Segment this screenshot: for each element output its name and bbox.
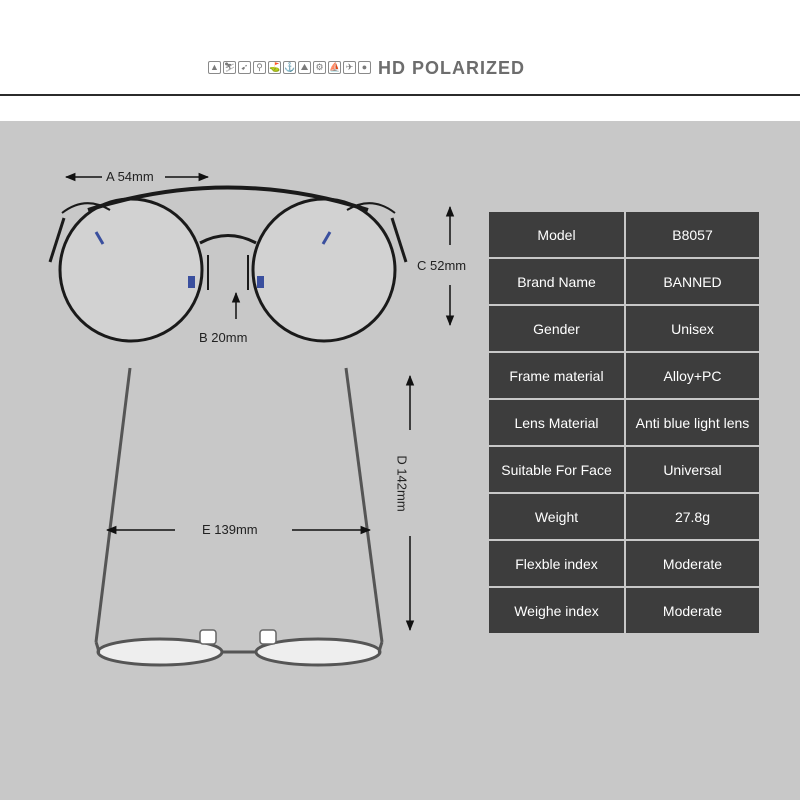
spec-row: Gender Unisex: [487, 304, 761, 353]
glasses-top-view: [94, 367, 384, 667]
spec-value: 27.8g: [624, 492, 761, 541]
skier-icon: ⛷: [223, 61, 236, 74]
spec-label: Brand Name: [487, 257, 626, 306]
spec-row: Lens Material Anti blue light lens: [487, 398, 761, 447]
motorcycle-icon: ⚙: [313, 61, 326, 74]
left-temple-top: [94, 367, 132, 643]
header-title: HD POLARIZED: [378, 58, 525, 78]
mountain-icon: ▲: [208, 61, 221, 74]
golfer-icon: ⛳: [268, 61, 281, 74]
spec-value: Anti blue light lens: [624, 398, 761, 447]
fisher-icon: ⚓: [283, 61, 296, 74]
tennis-icon: ●: [358, 61, 371, 74]
dimension-b-label: B 20mm: [199, 330, 248, 345]
left-nose-pad: [188, 276, 195, 288]
right-nose-pad: [257, 276, 264, 288]
spec-value: Unisex: [624, 304, 761, 353]
spec-label: Gender: [487, 304, 626, 353]
spec-row: Flexble index Moderate: [487, 539, 761, 588]
spec-row: Model B8057: [487, 210, 761, 259]
header-bar: ▲ ⛷ ➹ ⚲ ⛳ ⚓ ⛰ ⚙ ⛵ ✈ ● HD POLARIZED: [0, 0, 800, 96]
cyclist-icon: ⚲: [253, 61, 266, 74]
right-temple-top: [344, 367, 384, 643]
right-lens: [251, 197, 397, 343]
spec-label: Weighe index: [487, 586, 626, 635]
activity-icons-strip: ▲ ⛷ ➹ ⚲ ⛳ ⚓ ⛰ ⚙ ⛵ ✈ ●: [208, 61, 371, 74]
spec-label: Flexble index: [487, 539, 626, 588]
spec-row: Suitable For Face Universal: [487, 445, 761, 494]
left-lens: [58, 197, 204, 343]
spec-label: Model: [487, 210, 626, 259]
dimension-d-label: D 142mm: [394, 455, 410, 512]
spec-value: Moderate: [624, 539, 761, 588]
sailboat-icon: ⛵: [328, 61, 341, 74]
spec-label: Weight: [487, 492, 626, 541]
spec-row: Weighe index Moderate: [487, 586, 761, 635]
spec-value: B8057: [624, 210, 761, 259]
right-temple: [390, 217, 408, 263]
plane-icon: ✈: [343, 61, 356, 74]
spec-label: Suitable For Face: [487, 445, 626, 494]
spec-table: Model B8057 Brand Name BANNED Gender Uni…: [487, 210, 761, 635]
dimension-arrows: [64, 172, 455, 632]
spec-row: Weight 27.8g: [487, 492, 761, 541]
spec-label: Frame material: [487, 351, 626, 400]
spec-value: Alloy+PC: [624, 351, 761, 400]
dimension-a-label: A 54mm: [106, 169, 154, 184]
bridge: [199, 234, 257, 245]
spec-value: BANNED: [624, 257, 761, 306]
spec-label: Lens Material: [487, 398, 626, 447]
left-temple: [48, 217, 66, 263]
spec-value: Moderate: [624, 586, 761, 635]
glasses-front-view: [48, 185, 408, 343]
spec-row: Brand Name BANNED: [487, 257, 761, 306]
spec-value: Universal: [624, 445, 761, 494]
dimension-c-label: C 52mm: [417, 258, 467, 273]
spec-row: Frame material Alloy+PC: [487, 351, 761, 400]
top-bar: [87, 185, 369, 212]
dimension-e-label: E 139mm: [202, 522, 258, 537]
climber-icon: ⛰: [298, 61, 311, 74]
runner-icon: ➹: [238, 61, 251, 74]
header-divider: [0, 94, 800, 96]
